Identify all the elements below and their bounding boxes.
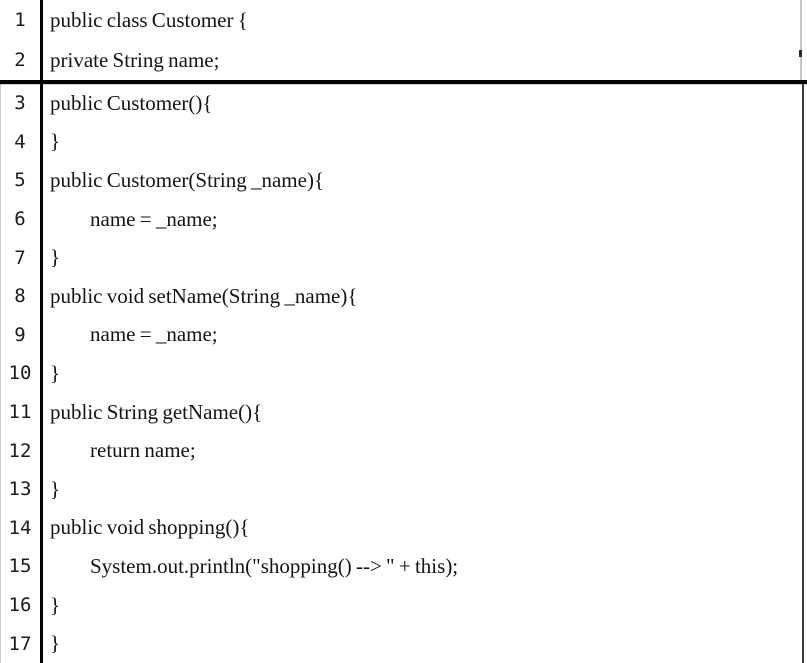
code-text: public Customer(String _name){ <box>50 167 325 192</box>
code-text: public void setName(String _name){ <box>50 283 358 308</box>
line-number: 11 <box>8 401 32 424</box>
line-number: 12 <box>8 439 32 462</box>
code-text: name = _name; <box>90 322 218 347</box>
code-line-row: 10 } <box>0 354 807 393</box>
code-text: } <box>50 592 61 617</box>
line-number: 1 <box>14 9 26 31</box>
line-number: 2 <box>14 49 26 71</box>
code-line-row: 11 public String getName(){ <box>0 393 807 432</box>
line-number: 7 <box>14 246 26 269</box>
line-number: 17 <box>8 632 32 655</box>
line-number: 10 <box>8 362 32 385</box>
code-line-row: 7 } <box>0 238 807 277</box>
code-text: name = _name; <box>90 206 218 231</box>
code-line-row: 5 public Customer(String _name){ <box>0 161 807 200</box>
gutter-separator-line <box>40 0 43 663</box>
code-text: public void shopping(){ <box>50 515 250 540</box>
code-line-row: 3 public Customer(){ <box>0 84 807 123</box>
line-number: 6 <box>14 208 26 231</box>
code-text: public String getName(){ <box>50 399 263 424</box>
line-number: 9 <box>14 323 26 346</box>
line-number: 13 <box>8 478 32 501</box>
line-number: 3 <box>14 92 26 115</box>
code-text: } <box>50 360 61 385</box>
code-text: private String name; <box>50 47 220 72</box>
code-text: } <box>50 245 61 270</box>
code-line-row: 8 public void setName(String _name){ <box>0 277 807 316</box>
code-line-row: 9 name = _name; <box>0 316 807 355</box>
code-line-row: 1 public class Customer { <box>0 0 807 40</box>
code-text: } <box>50 631 61 656</box>
section-divider-line <box>0 80 807 84</box>
line-number: 16 <box>8 594 32 617</box>
code-line-row: 4 } <box>0 123 807 162</box>
code-line-row: 16 } <box>0 586 807 625</box>
code-text: } <box>50 476 61 501</box>
line-number: 4 <box>14 130 26 153</box>
section-class-fields: 1 public class Customer { 2 private Stri… <box>0 0 807 80</box>
code-text: public Customer(){ <box>50 90 213 115</box>
line-number: 5 <box>14 169 26 192</box>
line-number: 8 <box>14 285 26 308</box>
code-line-row: 6 name = _name; <box>0 200 807 239</box>
code-line-row: 12 return name; <box>0 431 807 470</box>
code-line-row: 14 public void shopping(){ <box>0 509 807 548</box>
table-left-border-bottom <box>0 84 1 663</box>
code-line-row: 2 private String name; <box>0 40 807 80</box>
code-text: public class Customer { <box>50 7 248 32</box>
table-right-border-dash <box>799 50 802 57</box>
table-right-border-top <box>800 0 802 80</box>
code-line-row: 13 } <box>0 470 807 509</box>
line-number: 14 <box>8 516 32 539</box>
code-text: } <box>50 129 61 154</box>
section-class-methods: 3 public Customer(){ 4 } 5 public Custom… <box>0 84 807 663</box>
code-text: System.out.println("shopping() --> " + t… <box>90 553 459 578</box>
code-text: return name; <box>90 438 196 463</box>
code-line-row: 17 } <box>0 624 807 663</box>
table-right-border-bottom <box>802 84 804 663</box>
code-line-row: 15 System.out.println("shopping() --> " … <box>0 547 807 586</box>
line-number: 15 <box>8 555 32 578</box>
